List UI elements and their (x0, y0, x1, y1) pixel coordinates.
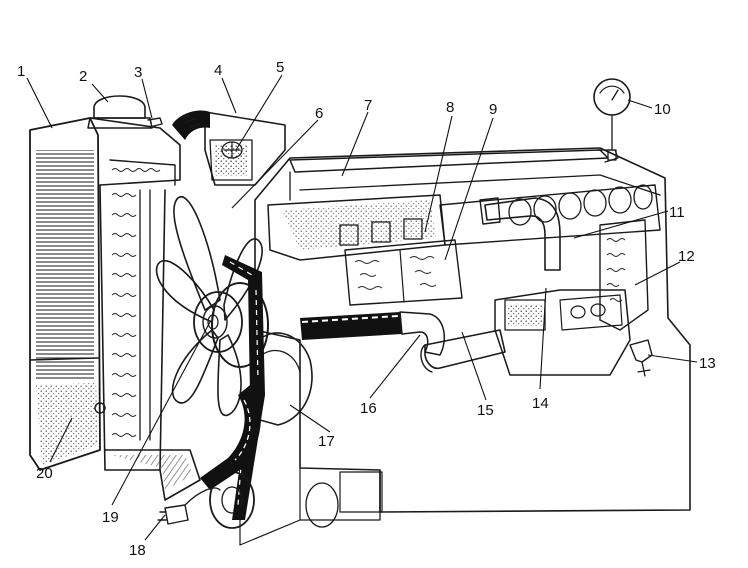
callout-6: 6 (315, 105, 323, 122)
water-outlet-pipe (479, 197, 561, 271)
callout-7: 7 (364, 97, 372, 114)
callout-8: 8 (446, 99, 454, 116)
callout-13: 13 (699, 355, 716, 372)
rear-coolant-chamber (599, 219, 649, 331)
bottom-hose (200, 385, 261, 490)
callout-15: 15 (477, 402, 494, 419)
callout-1: 1 (17, 63, 25, 80)
thermostat-housing (172, 110, 286, 186)
callout-14: 14 (532, 395, 549, 412)
callout-19: 19 (102, 509, 119, 526)
cooling-fan (155, 195, 263, 416)
water-jacket (344, 239, 463, 306)
callout-9: 9 (489, 101, 497, 118)
drain-tap (629, 339, 653, 377)
radiator-drain-cock (157, 487, 221, 525)
callout-17: 17 (318, 433, 335, 450)
callout-16: 16 (360, 400, 377, 417)
exhaust-ports (439, 184, 661, 246)
water-pump-body (254, 332, 313, 426)
callout-11: 11 (669, 204, 685, 221)
callout-12: 12 (678, 248, 695, 265)
callout-18: 18 (129, 542, 146, 559)
callout-20: 20 (36, 465, 53, 482)
callout-5: 5 (276, 59, 284, 76)
callout-3: 3 (134, 64, 142, 81)
lower-water-pipe (420, 329, 506, 373)
callout-4: 4 (214, 62, 222, 79)
callout-10: 10 (654, 101, 671, 118)
cylinder-head-cutaway (267, 194, 446, 261)
radiator (29, 117, 201, 501)
callout-leaders (26, 74, 698, 541)
callout-2: 2 (79, 68, 87, 85)
water-pump-housing (494, 289, 631, 376)
bypass-hose (300, 311, 446, 356)
engine-block (239, 147, 691, 546)
callout-labels: 1 2 3 4 5 6 7 8 9 10 11 12 13 14 15 16 1… (17, 59, 716, 559)
radiator-filler-cap (87, 95, 163, 129)
temperature-gauge (593, 78, 631, 161)
